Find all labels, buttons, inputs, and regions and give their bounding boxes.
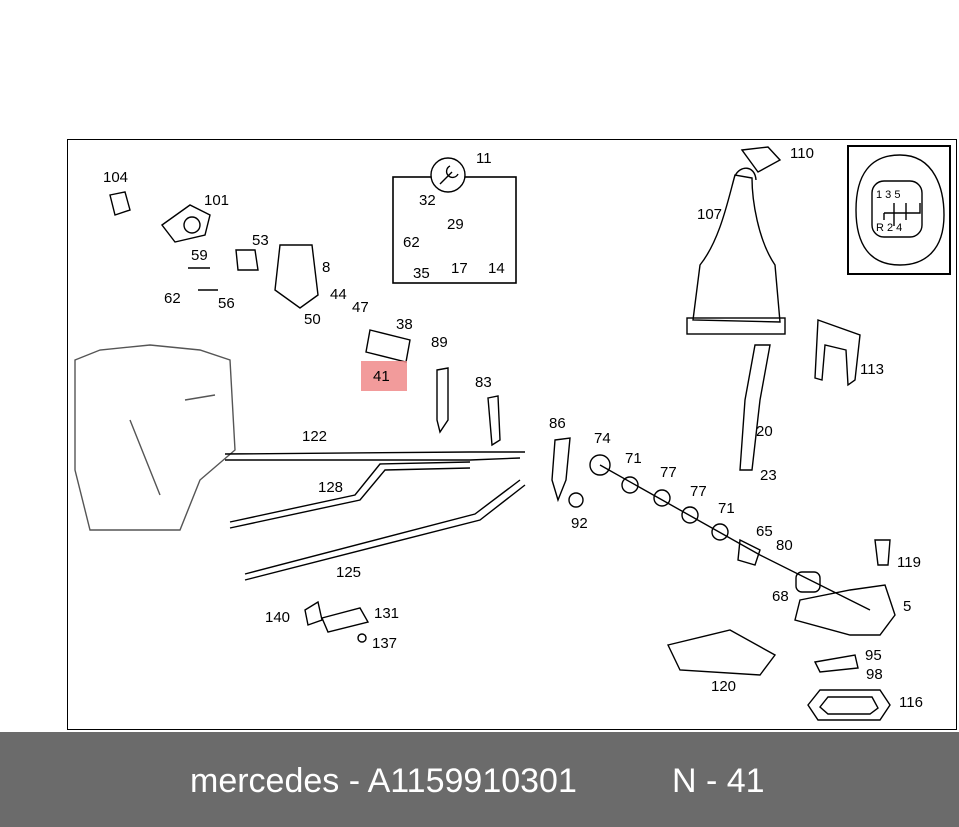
part-label[interactable]: 68 [772,588,789,605]
part-label[interactable]: 86 [549,415,566,432]
part-label[interactable]: 11 [476,150,492,167]
part-label[interactable]: 137 [372,635,398,652]
diagram-frame [67,139,957,730]
part-label[interactable]: 14 [488,260,505,277]
part-label[interactable]: 65 [756,523,773,540]
part-label[interactable]: 29 [447,216,464,233]
part-label[interactable]: 89 [431,334,448,351]
part-label[interactable]: 20 [756,423,773,440]
part-label[interactable]: 59 [191,247,208,264]
highlight-part-41 [361,361,407,391]
part-label[interactable]: 62 [164,290,181,307]
part-label[interactable]: 17 [451,260,468,277]
part-label[interactable]: 83 [475,374,492,391]
shift-pattern-inset [847,145,951,275]
part-label[interactable]: 125 [336,564,362,581]
part-label[interactable]: 110 [790,145,814,162]
part-label[interactable]: 62 [403,234,420,251]
shift-pattern-bottom: R 2 4 [876,222,903,234]
part-label[interactable]: 119 [897,554,921,571]
part-label[interactable]: 50 [304,311,321,328]
part-label[interactable]: 38 [396,316,413,333]
part-label[interactable]: 23 [760,467,777,484]
part-label[interactable]: 92 [571,515,588,532]
part-number-text: mercedes - A1159910301 [190,762,577,800]
position-number-text: N - 41 [672,762,765,800]
part-label[interactable]: 120 [711,678,737,695]
part-label[interactable]: 35 [413,265,430,282]
part-label[interactable]: 122 [302,428,328,445]
part-label[interactable]: 113 [860,361,884,378]
part-label[interactable]: 44 [330,286,347,303]
part-label[interactable]: 107 [697,206,723,223]
part-label[interactable]: 71 [718,500,735,517]
part-label[interactable]: 116 [899,694,923,711]
part-label[interactable]: 101 [204,192,230,209]
footer-bar: mercedes - A1159910301 N - 41 [0,732,959,827]
part-label[interactable]: 140 [265,609,291,626]
part-label[interactable]: 80 [776,537,793,554]
part-label[interactable]: 56 [218,295,235,312]
part-label[interactable]: 128 [318,479,344,496]
part-label[interactable]: 77 [660,464,677,481]
part-label[interactable]: 104 [103,169,129,186]
part-label[interactable]: 53 [252,232,269,249]
part-label[interactable]: 5 [903,598,912,615]
part-label[interactable]: 98 [866,666,883,683]
part-label[interactable]: 74 [594,430,611,447]
part-label-selected[interactable]: 41 [373,368,390,385]
part-label[interactable]: 95 [865,647,882,664]
part-label[interactable]: 8 [322,259,331,276]
part-label[interactable]: 47 [352,299,369,316]
part-label[interactable]: 77 [690,483,707,500]
part-label[interactable]: 131 [374,605,400,622]
part-label[interactable]: 71 [625,450,642,467]
shift-pattern-top: 1 3 5 [876,189,901,201]
part-label[interactable]: 32 [419,192,436,209]
gear-boot [692,174,781,323]
